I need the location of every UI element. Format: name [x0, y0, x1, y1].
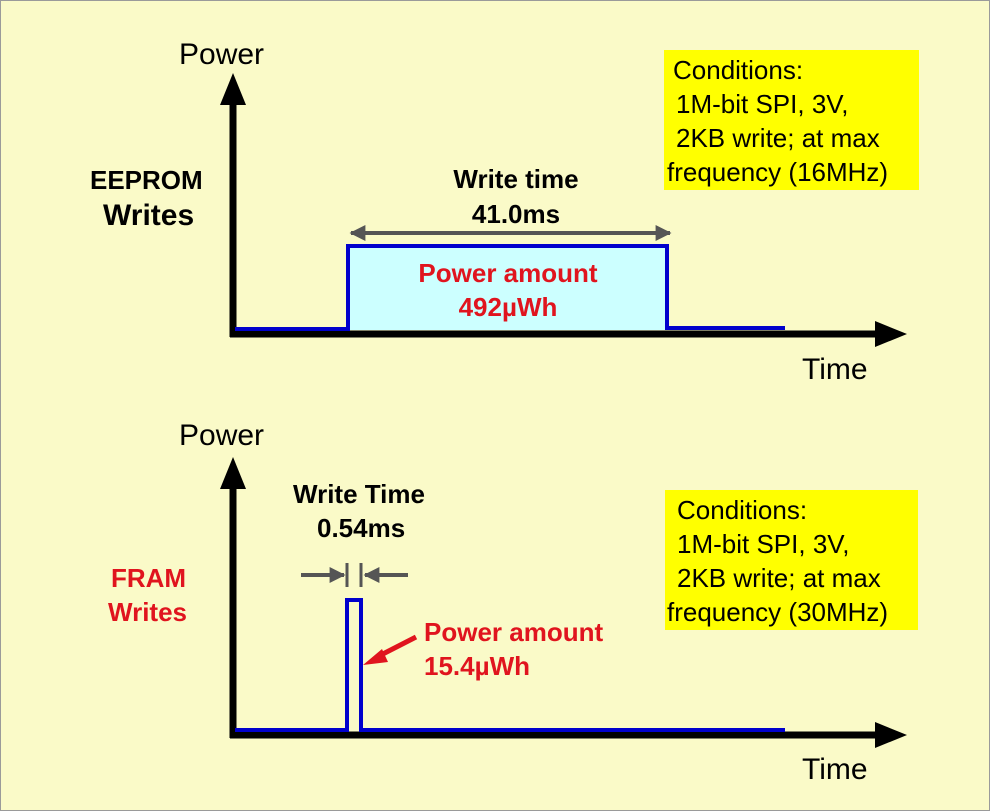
fram-panel	[220, 457, 907, 748]
eeprom-condition-line: frequency (16MHz)	[667, 157, 889, 187]
eeprom-power-amount-value: 492µWh	[458, 292, 558, 322]
eeprom-y-axis-arrowhead	[220, 73, 246, 105]
fram-write-time-value: 0.54ms	[317, 513, 406, 543]
eeprom-power-trace	[235, 244, 785, 331]
fram-power-amount-label: Power amount	[424, 617, 604, 647]
fram-y-axis-label: Power	[179, 419, 265, 452]
eeprom-device-label-line2: Writes	[103, 199, 195, 232]
fram-y-axis-arrowhead	[220, 457, 246, 489]
fram-condition-line: 2KB write; at max	[677, 563, 881, 593]
eeprom-power-amount-label: Power amount	[418, 258, 598, 288]
fram-condition-line: Conditions:	[677, 495, 808, 525]
fram-x-axis-label: Time	[802, 753, 868, 786]
fram-power-trace	[235, 598, 785, 732]
fram-power-amount-value: 15.4µWh	[424, 651, 531, 681]
eeprom-write-time-value: 41.0ms	[471, 199, 561, 229]
eeprom-write-time-label: Write time	[453, 164, 579, 194]
eeprom-conditions-box: Conditions: 1M-bit SPI, 3V, 2KB write; a…	[664, 50, 919, 190]
fram-conditions-box: Conditions: 1M-bit SPI, 3V, 2KB write; a…	[665, 490, 918, 630]
fram-write-time-label: Write Time	[293, 479, 425, 509]
eeprom-x-axis-arrowhead	[875, 321, 907, 347]
eeprom-power-area	[348, 246, 667, 330]
fram-power-pointer-arrowhead	[363, 649, 388, 665]
fram-condition-line: 1M-bit SPI, 3V,	[677, 529, 850, 559]
fram-condition-line: frequency (30MHz)	[667, 597, 889, 627]
eeprom-device-label-line1: EEPROM	[90, 165, 203, 195]
eeprom-condition-line: 2KB write; at max	[676, 123, 880, 153]
eeprom-x-axis-label: Time	[802, 353, 868, 386]
fram-x-axis-arrowhead	[875, 722, 907, 748]
fram-device-label-line2: Writes	[108, 597, 187, 627]
eeprom-panel	[220, 73, 907, 347]
eeprom-condition-line: 1M-bit SPI, 3V,	[676, 89, 849, 119]
fram-device-label-line1: FRAM	[111, 563, 187, 593]
eeprom-condition-line: Conditions:	[673, 55, 804, 85]
eeprom-y-axis-label: Power	[179, 38, 265, 71]
